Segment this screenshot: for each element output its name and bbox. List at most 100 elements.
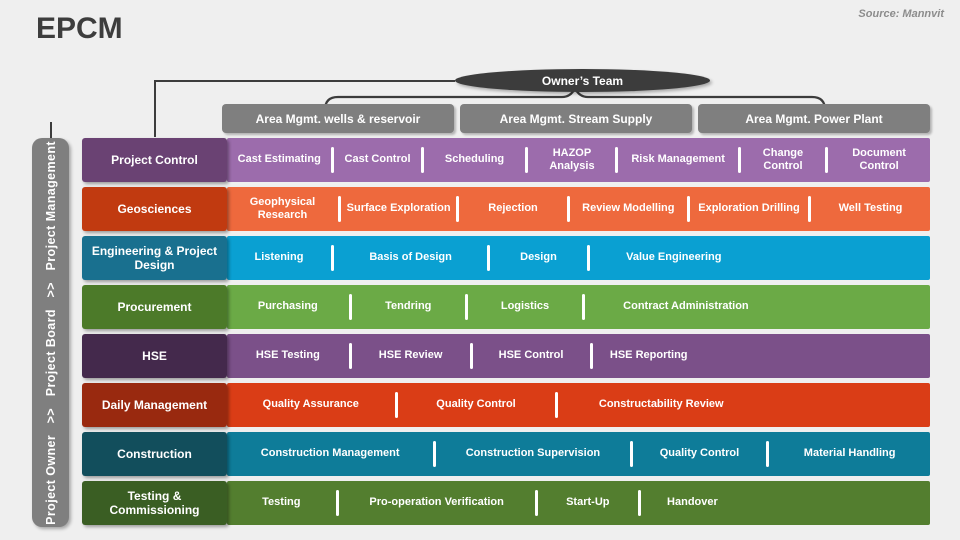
area-box-wells-reservoir: Area Mgmt. wells & reservoir bbox=[222, 104, 454, 133]
row-item: Well Testing bbox=[838, 202, 903, 215]
item-separator bbox=[825, 147, 829, 173]
row-item: Rejection bbox=[488, 202, 538, 215]
row-item: Review Modelling bbox=[582, 202, 675, 215]
row-item: Scheduling bbox=[444, 153, 505, 166]
item-separator bbox=[456, 196, 460, 222]
row-item: HAZOP Analysis bbox=[549, 146, 595, 172]
row-item: HSE Reporting bbox=[609, 349, 688, 362]
row-item: HSE Testing bbox=[255, 349, 320, 362]
row-spacer bbox=[744, 481, 930, 525]
row-spacer bbox=[758, 236, 930, 280]
row-item: Exploration Drilling bbox=[698, 202, 800, 215]
page-title: EPCM bbox=[36, 12, 123, 45]
item-separator bbox=[637, 490, 641, 516]
row-spacer bbox=[787, 285, 930, 329]
row-item: Document Control bbox=[852, 146, 906, 172]
rows: Project Control Cast Estimating Cast Contr… bbox=[82, 138, 930, 525]
row-item: Constructability Review bbox=[598, 398, 724, 411]
item-separator bbox=[582, 294, 586, 320]
item-separator bbox=[615, 147, 619, 173]
item-separator bbox=[420, 147, 424, 173]
area-box-power-plant: Area Mgmt. Power Plant bbox=[698, 104, 930, 133]
sidebar-label: Project Owner >> Project Board >> Projec… bbox=[43, 140, 58, 525]
item-separator bbox=[330, 245, 334, 271]
item-separator bbox=[589, 343, 593, 369]
row-item: Testing bbox=[262, 496, 301, 509]
row-body: Purchasing Tendring Logistics Contract Admi… bbox=[227, 285, 930, 329]
item-separator bbox=[554, 392, 558, 418]
row-item: Tendring bbox=[385, 300, 432, 313]
item-separator bbox=[337, 196, 341, 222]
row-item: Purchasing bbox=[257, 300, 318, 313]
row-item: Quality Control bbox=[659, 447, 740, 460]
row-item: Design bbox=[520, 251, 557, 264]
row-item: Change Control bbox=[762, 146, 804, 172]
row-item: Handover bbox=[667, 496, 718, 509]
row-body: Cast Estimating Cast Control Scheduling HAZ… bbox=[227, 138, 930, 182]
row-item: Material Handling bbox=[803, 447, 896, 460]
row-header: Project Control bbox=[82, 138, 227, 182]
item-separator bbox=[469, 343, 473, 369]
row-body: HSE Testing HSE Review HSE Control HSE Repo… bbox=[227, 334, 930, 378]
item-separator bbox=[433, 441, 437, 467]
item-separator bbox=[525, 147, 529, 173]
row-item: Quality Control bbox=[436, 398, 516, 411]
row-item: Surface Exploration bbox=[346, 202, 451, 215]
item-separator bbox=[487, 245, 491, 271]
row-header: Daily Management bbox=[82, 383, 227, 427]
row-testing-commissioning: Testing & Commissioning Testing Pro-operat… bbox=[82, 481, 930, 525]
item-separator bbox=[335, 490, 339, 516]
row-project-control: Project Control Cast Estimating Cast Contr… bbox=[82, 138, 930, 182]
item-separator bbox=[686, 196, 690, 222]
row-body: Geophysical Research Surface Exploration R… bbox=[227, 187, 930, 231]
row-item: Listening bbox=[254, 251, 304, 264]
row-item: Logistics bbox=[500, 300, 550, 313]
item-separator bbox=[534, 490, 538, 516]
item-separator bbox=[348, 294, 352, 320]
row-item: Geophysical Research bbox=[249, 195, 316, 221]
row-item: HSE Review bbox=[378, 349, 443, 362]
item-separator bbox=[566, 196, 570, 222]
area-box-label: Area Mgmt. wells & reservoir bbox=[255, 111, 421, 126]
item-separator bbox=[464, 294, 468, 320]
row-item: Contract Administration bbox=[623, 300, 749, 313]
row-body: Construction Management Construction Supe… bbox=[227, 432, 930, 476]
row-item: Construction Management bbox=[260, 447, 400, 460]
area-box-label: Area Mgmt. Stream Supply bbox=[499, 111, 653, 126]
item-separator bbox=[629, 441, 633, 467]
item-separator bbox=[737, 147, 741, 173]
owners-team-ellipse: Owner’s Team bbox=[455, 69, 710, 92]
source-credit: Source: Mannvit bbox=[858, 8, 944, 20]
project-hierarchy-sidebar: Project Owner >> Project Board >> Projec… bbox=[32, 138, 69, 527]
item-separator bbox=[331, 147, 335, 173]
item-separator bbox=[808, 196, 812, 222]
row-geosciences: Geosciences Geophysical Research Surface E… bbox=[82, 187, 930, 231]
row-item: Cast Estimating bbox=[237, 153, 321, 166]
row-body: Testing Pro-operation Verification Start-U… bbox=[227, 481, 930, 525]
row-item: Pro-operation Verification bbox=[369, 496, 504, 509]
row-header: Construction bbox=[82, 432, 227, 476]
row-header: Geosciences bbox=[82, 187, 227, 231]
row-item: HSE Control bbox=[498, 349, 564, 362]
area-mgmt-row: Area Mgmt. wells & reservoir Area Mgmt. … bbox=[222, 104, 930, 133]
row-header: Testing & Commissioning bbox=[82, 481, 227, 525]
row-item: Start-Up bbox=[566, 496, 610, 509]
item-separator bbox=[394, 392, 398, 418]
item-separator bbox=[348, 343, 352, 369]
row-header: Engineering & Project Design bbox=[82, 236, 227, 280]
row-item: Construction Supervision bbox=[465, 447, 601, 460]
owners-team-label: Owner’s Team bbox=[541, 73, 624, 88]
area-box-label: Area Mgmt. Power Plant bbox=[745, 111, 883, 126]
row-item: Risk Management bbox=[631, 153, 725, 166]
owners-team-elbow-line bbox=[154, 80, 455, 137]
row-item: Cast Control bbox=[344, 153, 411, 166]
row-spacer bbox=[705, 334, 930, 378]
item-separator bbox=[586, 245, 590, 271]
